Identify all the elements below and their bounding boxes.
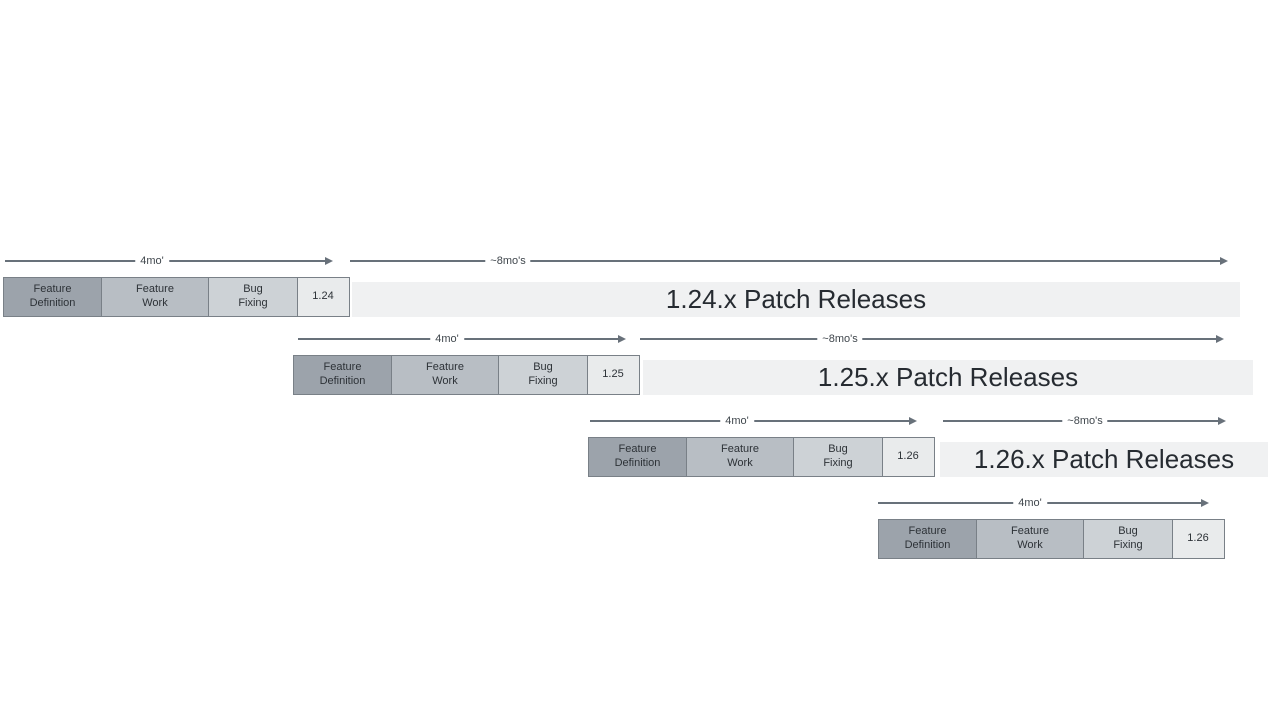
arrow-head-icon [1218, 417, 1226, 425]
arrow-head-icon [1220, 257, 1228, 265]
duration-arrow-8mo: ~8mo's [350, 254, 1228, 268]
feature-definition-label: Feature Definition [319, 361, 366, 387]
patch-releases-bar: 1.25.x Patch Releases [643, 360, 1253, 395]
duration-label-8mo: ~8mo's [1062, 414, 1108, 428]
duration-label-8mo: ~8mo's [817, 332, 863, 346]
version-box: 1.26 [1171, 519, 1225, 559]
version-box: 1.26 [881, 437, 935, 477]
version-label: 1.26 [897, 450, 919, 463]
release-phase-boxes: Feature Definition Feature Work Bug Fixi… [3, 277, 350, 317]
bug-fixing-box: Bug Fixing [1083, 519, 1173, 559]
release-phase-boxes: Feature Definition Feature Work Bug Fixi… [588, 437, 935, 477]
feature-work-box: Feature Work [975, 519, 1085, 559]
duration-label-8mo: ~8mo's [485, 254, 531, 268]
feature-work-box: Feature Work [390, 355, 500, 395]
feature-definition-box: Feature Definition [588, 437, 687, 477]
arrow-head-icon [1216, 335, 1224, 343]
feature-definition-box: Feature Definition [293, 355, 392, 395]
version-box: 1.24 [296, 277, 350, 317]
feature-definition-label: Feature Definition [614, 443, 661, 469]
arrow-head-icon [1201, 499, 1209, 507]
version-label: 1.25 [602, 368, 624, 381]
duration-arrow-4mo: 4mo' [590, 414, 917, 428]
bug-fixing-box: Bug Fixing [208, 277, 298, 317]
version-label: 1.24 [312, 290, 334, 303]
duration-label-4mo: 4mo' [430, 332, 464, 346]
duration-arrow-8mo: ~8mo's [640, 332, 1224, 346]
duration-label-4mo: 4mo' [1013, 496, 1047, 510]
feature-definition-label: Feature Definition [904, 525, 951, 551]
patch-releases-label: 1.26.x Patch Releases [973, 444, 1235, 474]
patch-releases-label: 1.25.x Patch Releases [817, 362, 1079, 392]
arrow-head-icon [325, 257, 333, 265]
feature-definition-box: Feature Definition [3, 277, 102, 317]
bug-fixing-box: Bug Fixing [793, 437, 883, 477]
feature-work-label: Feature Work [426, 361, 464, 387]
duration-arrow-4mo: 4mo' [298, 332, 626, 346]
arrow-head-icon [618, 335, 626, 343]
version-box: 1.25 [586, 355, 640, 395]
version-label: 1.26 [1187, 532, 1209, 545]
feature-definition-box: Feature Definition [878, 519, 977, 559]
duration-label-4mo: 4mo' [720, 414, 754, 428]
patch-releases-label: 1.24.x Patch Releases [665, 284, 927, 314]
release-phase-boxes: Feature Definition Feature Work Bug Fixi… [878, 519, 1225, 559]
bug-fixing-box: Bug Fixing [498, 355, 588, 395]
bug-fixing-label: Bug Fixing [1113, 525, 1143, 551]
duration-arrow-4mo: 4mo' [5, 254, 333, 268]
feature-work-label: Feature Work [721, 443, 759, 469]
bug-fixing-label: Bug Fixing [823, 443, 853, 469]
duration-arrow-4mo: 4mo' [878, 496, 1209, 510]
duration-label-4mo: 4mo' [135, 254, 169, 268]
feature-work-label: Feature Work [136, 283, 174, 309]
bug-fixing-label: Bug Fixing [528, 361, 558, 387]
arrow-head-icon [909, 417, 917, 425]
bug-fixing-label: Bug Fixing [238, 283, 268, 309]
feature-work-label: Feature Work [1011, 525, 1049, 551]
duration-arrow-8mo: ~8mo's [943, 414, 1226, 428]
feature-definition-label: Feature Definition [29, 283, 76, 309]
patch-releases-bar: 1.24.x Patch Releases [352, 282, 1240, 317]
feature-work-box: Feature Work [685, 437, 795, 477]
release-phase-boxes: Feature Definition Feature Work Bug Fixi… [293, 355, 640, 395]
feature-work-box: Feature Work [100, 277, 210, 317]
patch-releases-bar: 1.26.x Patch Releases [940, 442, 1268, 477]
